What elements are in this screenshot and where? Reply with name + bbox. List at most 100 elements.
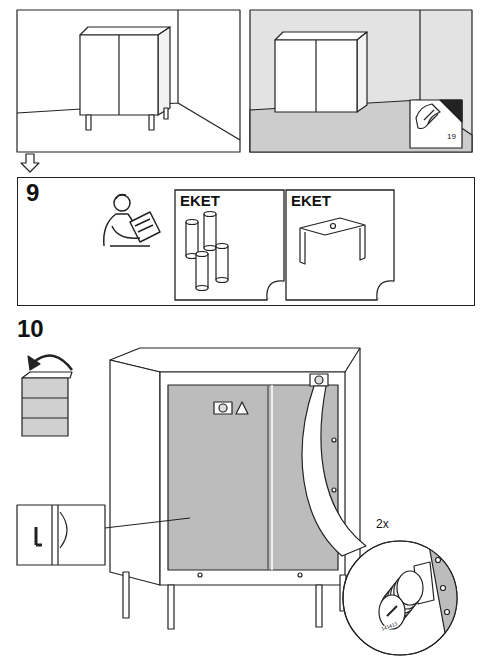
page-reference: 19 <box>447 133 456 141</box>
see-page-icon <box>410 100 462 148</box>
booklet-box: EKET <box>174 189 285 301</box>
cabinet-back-view <box>110 360 160 585</box>
bracket-part <box>300 218 365 264</box>
page-curl <box>377 281 394 300</box>
leg-parts <box>204 212 216 217</box>
cabinet-legs <box>316 585 322 627</box>
cabinet-back-view <box>315 376 323 384</box>
cabinet-with-legs <box>149 115 154 130</box>
cabinet-on-floor <box>357 32 367 112</box>
fitting-detail <box>343 541 457 655</box>
cabinet-with-legs <box>80 27 170 130</box>
reader-icon <box>104 195 160 247</box>
cabinet-back-view <box>310 374 328 386</box>
step-number: 9 <box>26 180 466 206</box>
cabinet-back-view <box>198 573 202 577</box>
next-arrow <box>21 154 39 172</box>
reader-icon <box>110 219 153 246</box>
cabinet-back-view <box>214 402 232 414</box>
room-panel <box>17 10 240 140</box>
cabinet-with-legs <box>80 35 158 115</box>
see-page-icon <box>424 110 438 124</box>
page-curl <box>267 281 284 300</box>
step-frame: 9EKET EKET <box>17 177 475 306</box>
room-panel-grey <box>419 10 420 100</box>
bracket-part <box>360 225 365 260</box>
lock-detail-callout <box>17 505 190 565</box>
room-panel-grey <box>250 10 472 152</box>
step-number: 10 <box>17 317 44 341</box>
cabinet-with-legs <box>158 27 170 115</box>
cabinet-legs <box>123 572 346 629</box>
booklet-title: EKET <box>291 193 389 210</box>
booklet-title: EKET <box>180 193 279 210</box>
leg-parts <box>216 278 228 283</box>
cabinet-on-floor <box>275 40 357 112</box>
detail-leader <box>302 386 366 556</box>
cabinet-with-legs <box>164 108 168 119</box>
turn-cabinet-icon <box>28 356 40 370</box>
see-page-icon <box>410 100 462 148</box>
room-panel <box>17 10 240 152</box>
part-number: 141413 <box>381 621 398 631</box>
leg-parts <box>186 222 198 256</box>
fitting-detail <box>387 606 397 616</box>
cabinet-back-view <box>219 404 227 412</box>
fitting-detail <box>379 540 470 660</box>
booklet-box: EKET <box>285 189 395 301</box>
see-page-icon <box>440 100 462 122</box>
turn-cabinet-icon <box>22 378 68 436</box>
cabinet-with-legs <box>86 115 91 130</box>
leg-parts <box>204 214 216 248</box>
leg-parts <box>196 252 208 257</box>
cabinet-with-legs <box>80 27 170 35</box>
booklet-outline <box>175 190 284 300</box>
cabinet-back-view <box>268 385 272 570</box>
lock-detail-callout <box>17 505 105 565</box>
cabinet-on-floor <box>275 32 367 112</box>
see-page-icon <box>416 104 440 129</box>
quantity: 2x <box>376 518 389 530</box>
bracket-part <box>331 224 336 229</box>
turn-cabinet-icon <box>34 356 72 370</box>
turn-cabinet-icon <box>22 398 68 418</box>
cabinet-with-legs <box>118 35 119 115</box>
leg-parts <box>216 246 228 280</box>
fitting-detail <box>445 610 450 615</box>
leg-parts <box>186 212 228 291</box>
fitting-detail <box>343 540 470 660</box>
reader-icon <box>116 195 126 200</box>
fitting-detail <box>436 558 441 563</box>
lock-detail-callout <box>36 527 42 545</box>
reader-icon <box>104 214 136 246</box>
cabinet-back-view <box>332 488 336 492</box>
cabinet-legs <box>123 572 129 618</box>
cabinet-back-view <box>332 438 336 442</box>
cabinet-legs <box>168 585 174 629</box>
room-panel-grey <box>250 10 472 152</box>
fitting-detail <box>449 635 454 640</box>
room-panel <box>17 10 240 152</box>
leg-parts <box>204 246 216 251</box>
cabinet-back-view <box>267 385 268 570</box>
bracket-part <box>300 228 305 264</box>
lock-detail-callout <box>105 518 190 528</box>
leg-parts <box>216 244 228 249</box>
lock-detail-callout <box>60 512 67 548</box>
fitting-detail <box>441 586 446 591</box>
lock-detail-callout <box>52 505 58 565</box>
turn-cabinet-icon <box>22 356 72 436</box>
reader-icon <box>114 195 130 211</box>
assembly-illustration <box>17 10 472 660</box>
leg-parts <box>196 254 208 288</box>
turn-cabinet-icon <box>22 372 72 378</box>
cabinet-on-floor <box>275 32 367 40</box>
cabinet-on-floor <box>315 40 316 112</box>
cabinet-back-view <box>236 402 248 414</box>
leg-parts <box>196 286 208 291</box>
booklet-outline <box>286 190 394 300</box>
leg-parts <box>186 220 198 225</box>
